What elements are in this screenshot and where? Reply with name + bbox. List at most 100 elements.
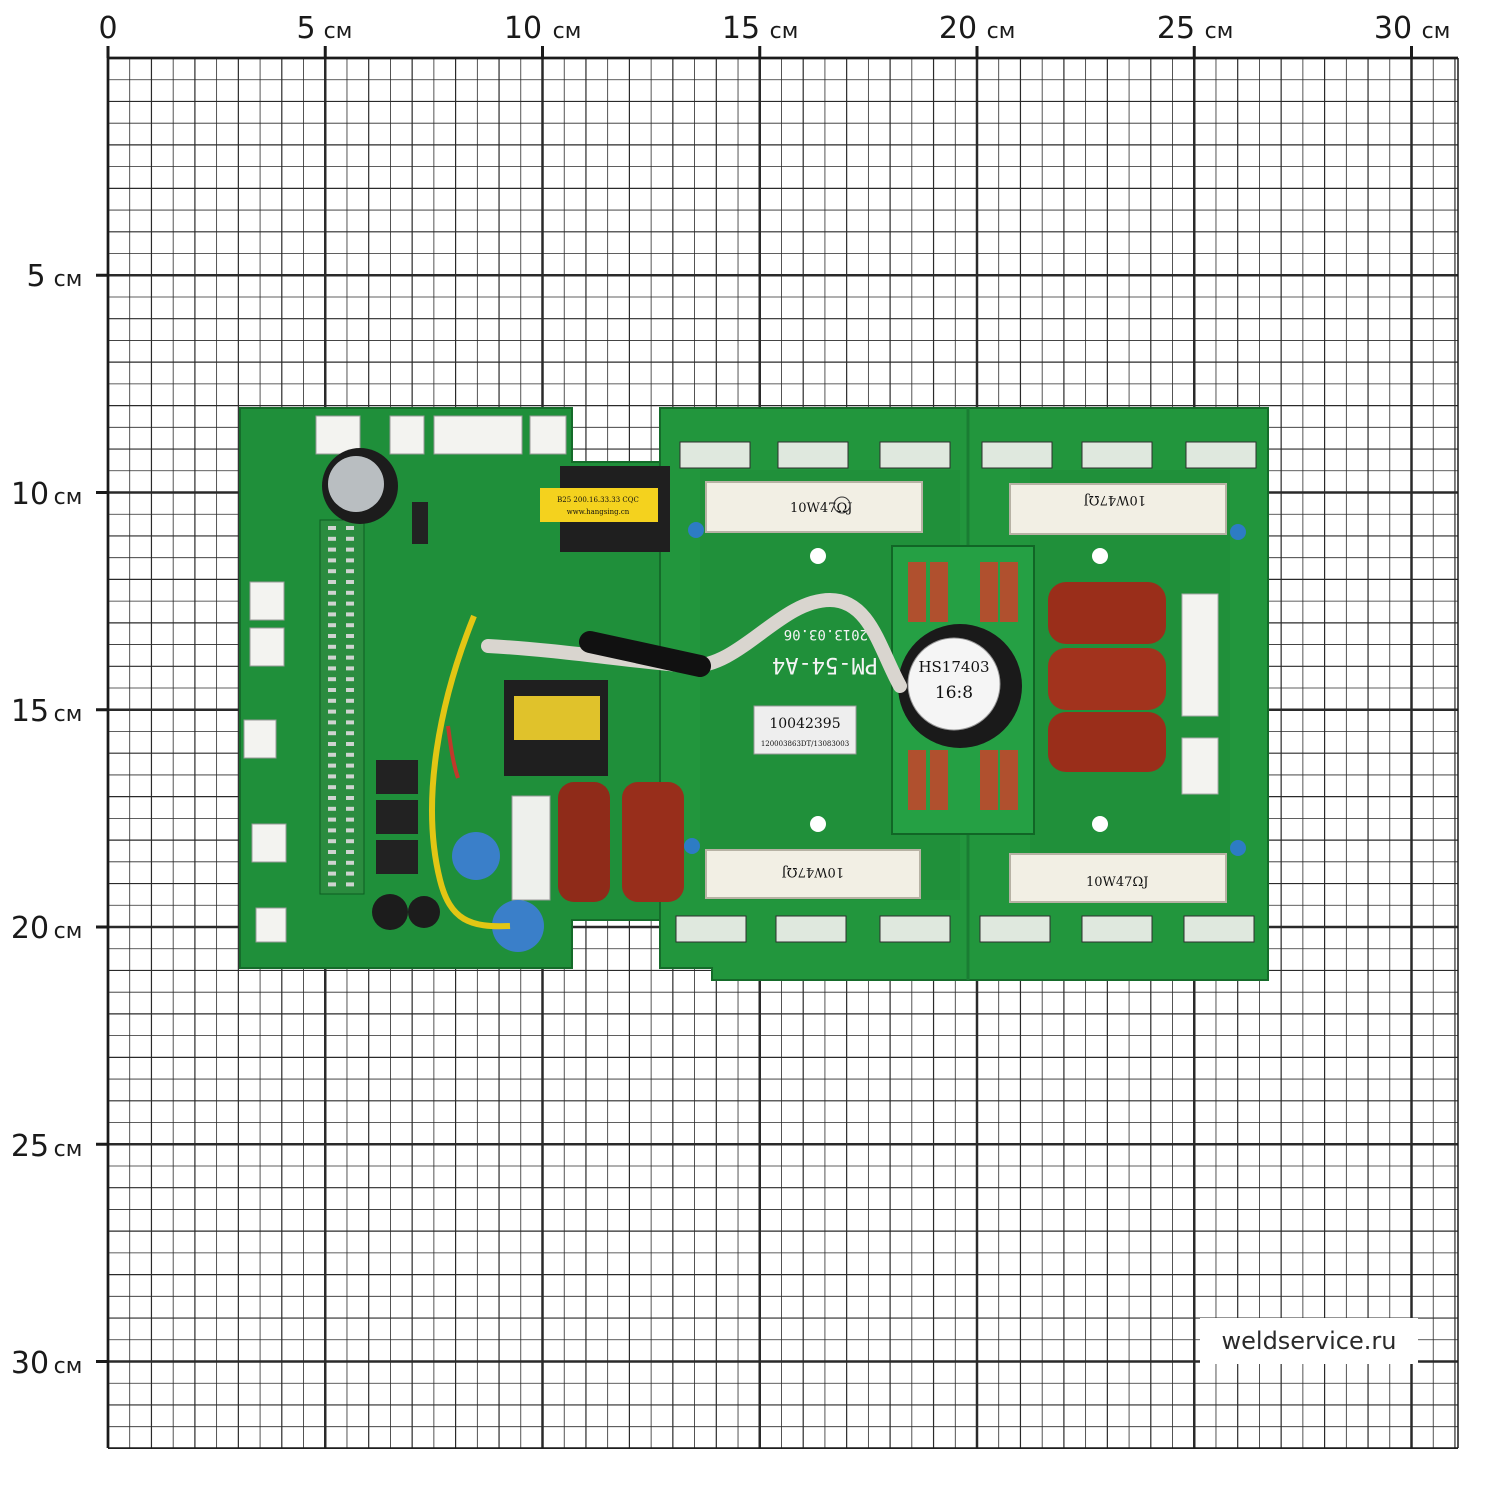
header-pin [328, 612, 336, 617]
serial-sticker: 10042395 120003863DT/13083003 [753, 705, 857, 755]
film-capacitor-left-1 [558, 782, 610, 902]
cable-sleeve [579, 631, 711, 677]
disc-capacitor [452, 832, 500, 880]
mosfet-vt43 [981, 441, 1053, 469]
header-pin [328, 850, 336, 854]
header-pin [346, 612, 354, 617]
aux-transformer-middle [504, 680, 608, 776]
sticker-code: 10042395 [769, 716, 840, 732]
driver-components [908, 562, 1018, 810]
header-pin [328, 817, 336, 822]
blue-capacitor [688, 522, 704, 538]
bottom-mosfet-row [675, 915, 1255, 943]
top-label-15: 15 [722, 11, 760, 46]
left-scale: 5 см 10 см 15 см 20 см 25 см 30 см [11, 259, 82, 1381]
aux-transformer-top: B25 200.16.33.33 CQC www.hangsing.cn [540, 466, 670, 552]
header-pin [328, 547, 336, 552]
header-pin [328, 590, 336, 595]
power-resistor-bottom-right: 10W47ΩJ [1009, 853, 1227, 903]
yellow-wire [429, 614, 511, 930]
mount-hole [810, 548, 826, 564]
header-pin [328, 644, 336, 649]
header-pin [328, 785, 336, 790]
braided-cable [481, 592, 907, 693]
mosfet-vt13 [679, 441, 751, 469]
top-scale: 0 5 см 10 см 15 см 20 см 25 см 30 см [98, 11, 1450, 46]
left-unit-20: см [54, 919, 83, 944]
top-label-5: 5 [296, 11, 315, 46]
header-pin [328, 871, 336, 876]
header-pin [346, 839, 354, 844]
header-pin [346, 677, 354, 682]
mosfet-vt62 [1081, 915, 1153, 943]
top-unit-15: см [770, 19, 799, 44]
blue-capacitor [684, 838, 700, 854]
header-pin [328, 677, 336, 682]
mosfet-vt12 [777, 441, 849, 469]
board-model-text: PM-54-A4 [772, 652, 878, 677]
header-pin [328, 655, 336, 660]
header-pin [346, 731, 354, 736]
header-pin [328, 731, 336, 736]
board-date-text: 2013.03.06 [784, 626, 868, 642]
top-unit-30: см [1422, 19, 1451, 44]
mosfet-vt41 [1185, 441, 1257, 469]
header-pin [346, 590, 354, 595]
header-pin [328, 774, 336, 779]
top-unit-20: см [987, 19, 1016, 44]
left-label-25: 25 [11, 1129, 49, 1164]
top-label-30: 30 [1374, 11, 1412, 46]
film-capacitors-right [1048, 582, 1166, 772]
header-pin [328, 839, 336, 844]
toroid-ratio: 16:8 [935, 683, 973, 703]
axis-ticks [96, 46, 1413, 1363]
header-pin [328, 526, 336, 530]
top-unit-10: см [553, 19, 582, 44]
header-pin [328, 601, 336, 606]
left-unit-10: см [54, 485, 83, 510]
header-pin [346, 763, 354, 768]
header-pin [346, 752, 354, 757]
left-label-20: 20 [11, 911, 49, 946]
power-resistor-top-left: 10W47ΩJ [705, 481, 923, 533]
electrolytic-capacitor-small [408, 896, 440, 928]
header-pin [346, 688, 354, 692]
connector-con7 [1181, 737, 1219, 795]
left-unit-30: см [54, 1354, 83, 1379]
header-pin [346, 882, 354, 887]
header-pin [328, 623, 336, 628]
header-pin [346, 666, 354, 671]
header-pin [328, 806, 336, 811]
svg-text:10W47ΩJ: 10W47ΩJ [790, 501, 852, 516]
header-pin [328, 752, 336, 757]
header-pin [346, 871, 354, 876]
mosfet-vt72 [775, 915, 847, 943]
header-pin [328, 720, 336, 725]
header-pin [328, 860, 336, 865]
header-pin [346, 644, 354, 649]
mount-hole [1092, 548, 1108, 564]
header-pin [346, 720, 354, 725]
header-pin [346, 580, 354, 584]
mount-hole [810, 816, 826, 832]
to220-parts [376, 502, 428, 874]
blue-capacitor [1230, 840, 1246, 856]
mosfet-vt11 [879, 441, 951, 469]
connector-con8 [1181, 593, 1219, 717]
header-pin [328, 828, 336, 833]
header-pin [346, 828, 354, 833]
header-pin [346, 623, 354, 628]
power-resistor-bottom-left: 10W47ΩJ [705, 849, 921, 899]
header-pin [328, 882, 336, 887]
header-pin [328, 569, 336, 574]
watermark-label: weldservice.ru [1200, 1318, 1418, 1364]
header-pin [346, 817, 354, 822]
power-resistor-top-right: 10W47ΩJ [1009, 483, 1227, 535]
header-pin [328, 742, 336, 746]
header-pin [328, 763, 336, 768]
left-unit-5: см [54, 267, 83, 292]
electrolytic-capacitor-small [372, 894, 408, 930]
header-pin [346, 558, 354, 563]
top-label-25: 25 [1157, 11, 1195, 46]
